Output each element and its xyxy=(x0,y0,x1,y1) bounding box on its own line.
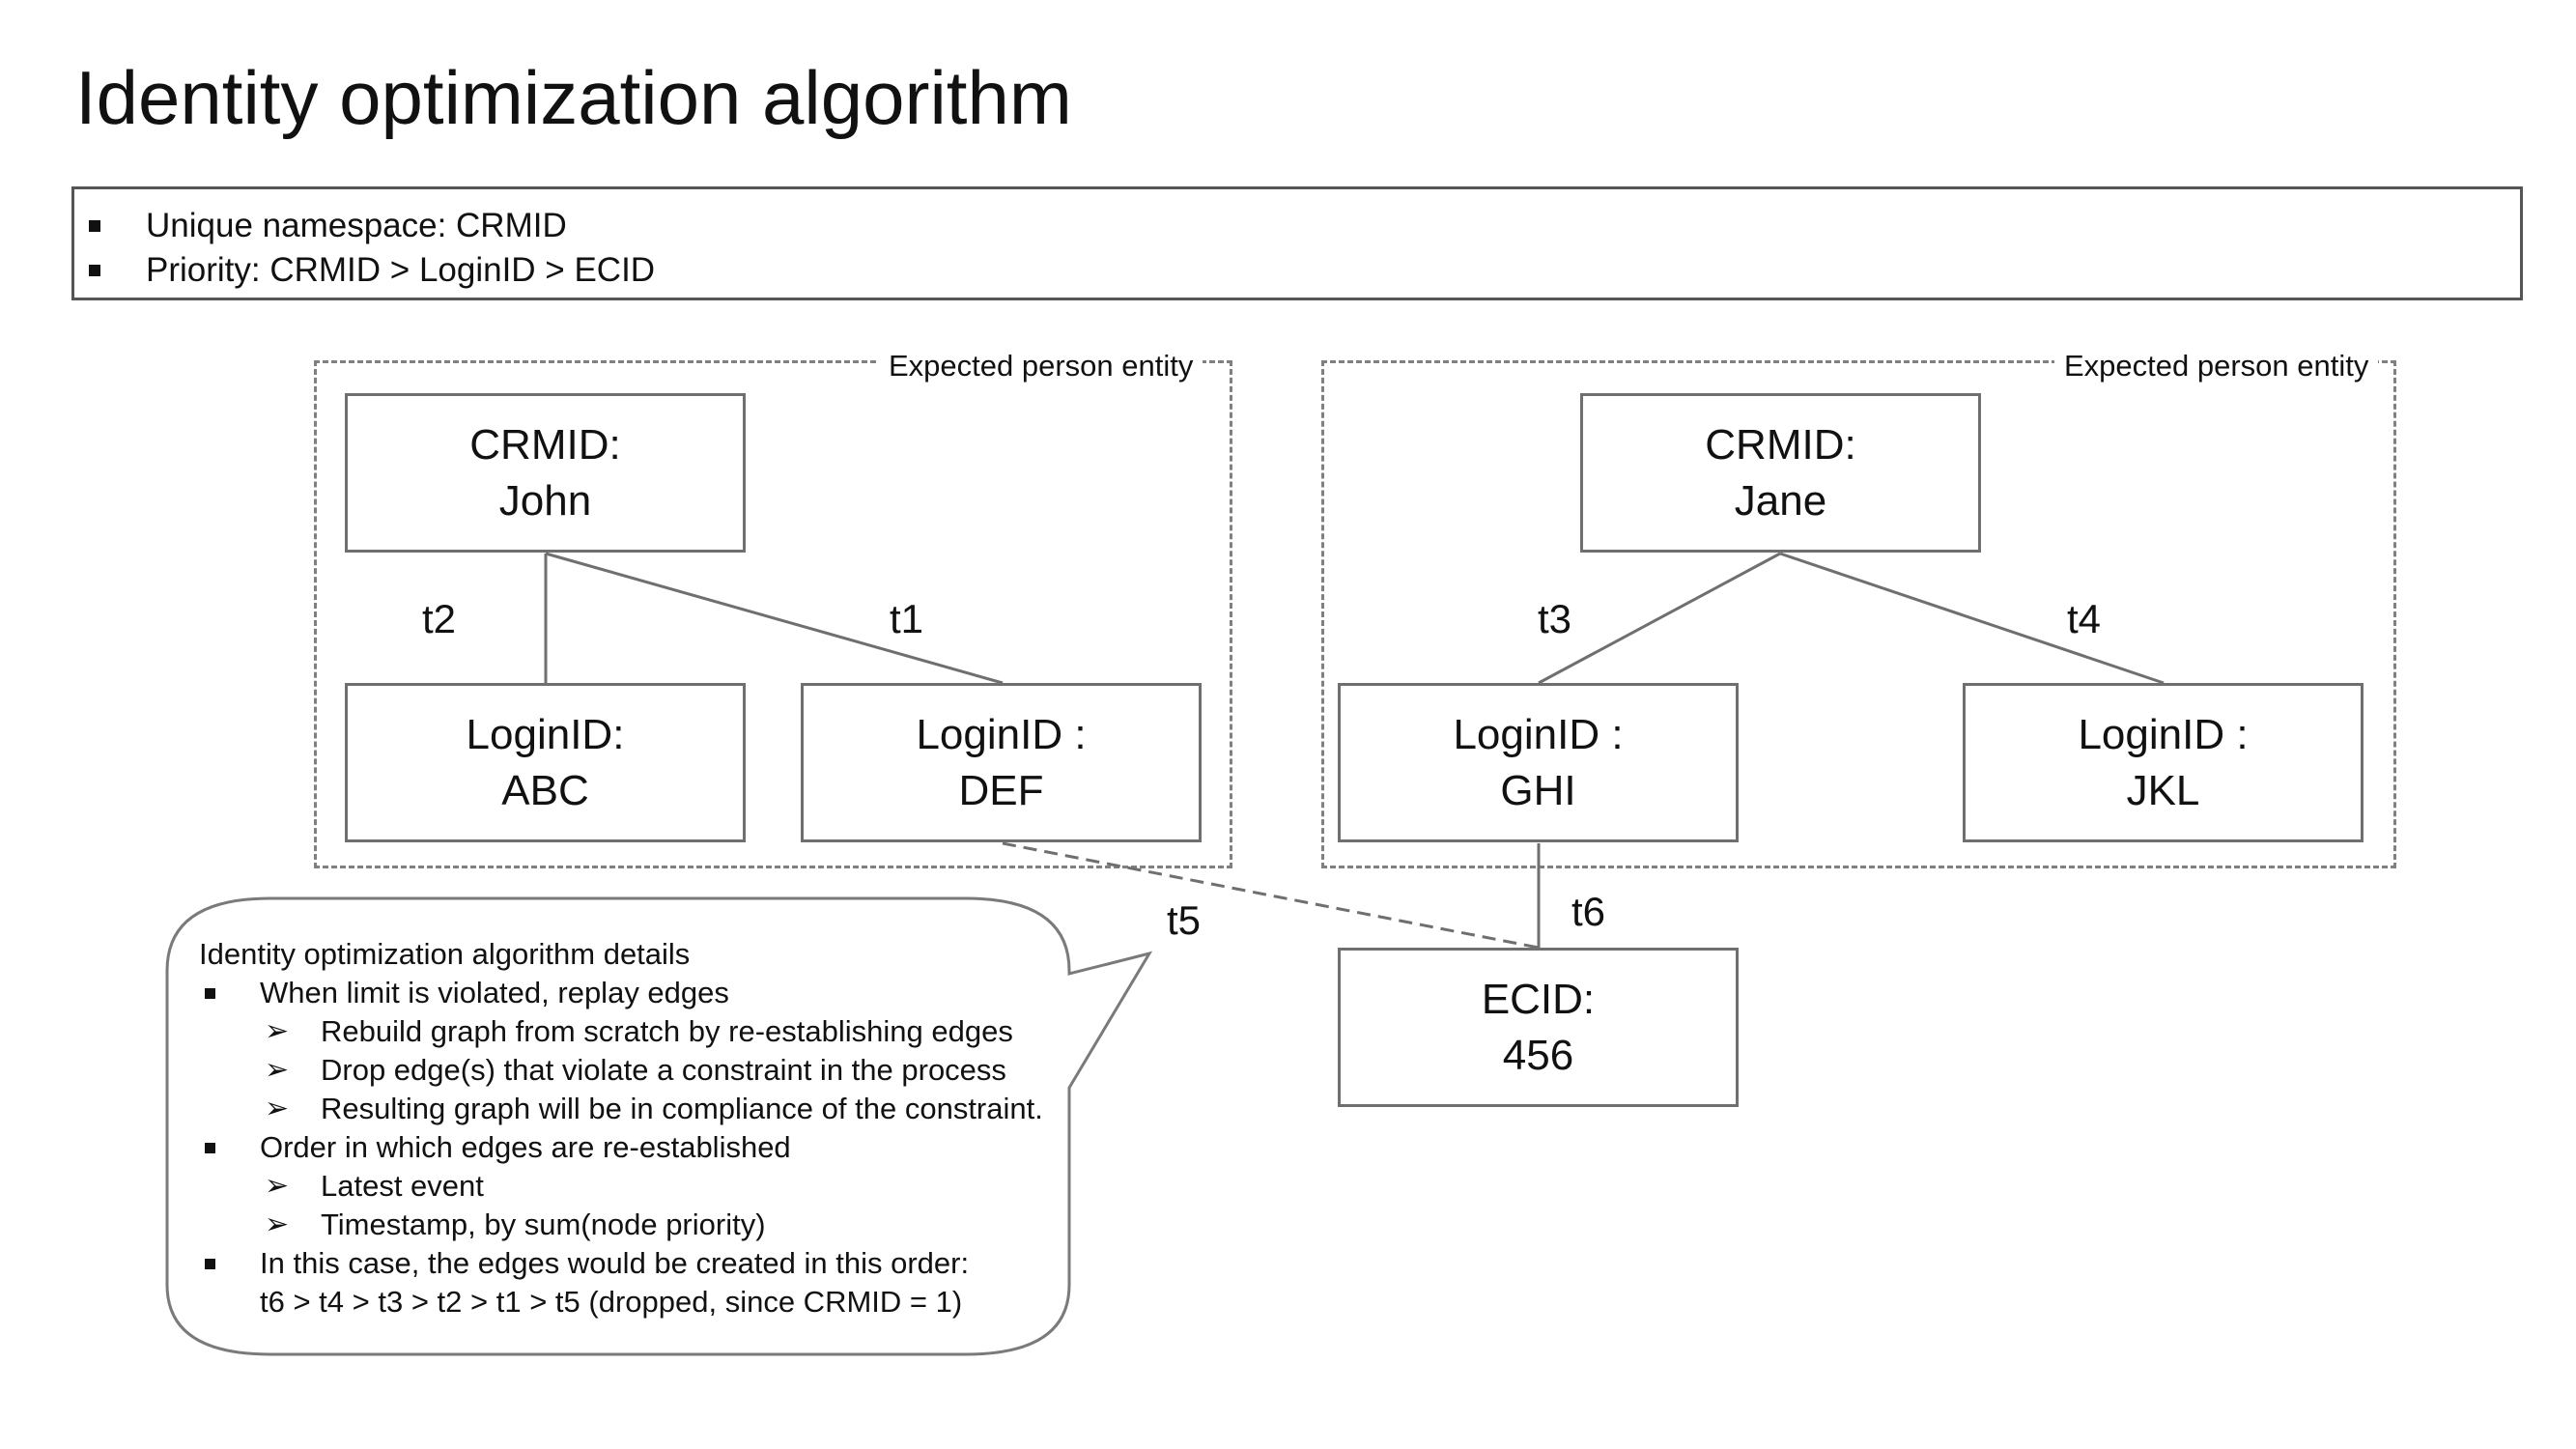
edge-label-t5: t5 xyxy=(1167,897,1202,943)
arrowhead-bullet-icon: ➢ xyxy=(265,1054,290,1086)
callout-subbullet: ➢ Drop edge(s) that violate a constraint… xyxy=(199,1051,1049,1090)
bullet-square-icon xyxy=(205,1143,215,1153)
callout-bullet: In this case, the edges would be created… xyxy=(199,1244,1049,1283)
edge-label-t6: t6 xyxy=(1571,889,1606,934)
edge-label-t2: t2 xyxy=(422,596,457,641)
callout-subbullet-text: Resulting graph will be in compliance of… xyxy=(321,1092,1043,1125)
callout-subbullet-text: Drop edge(s) that violate a constraint i… xyxy=(321,1053,1006,1087)
node-namespace: CRMID: xyxy=(469,421,621,469)
node-namespace: LoginID : xyxy=(916,711,1087,759)
callout-bullet-continuation: t6 > t4 > t3 > t2 > t1 > t5 (dropped, si… xyxy=(260,1285,963,1319)
callout-subbullet: ➢ Resulting graph will be in compliance … xyxy=(199,1090,1049,1128)
node-value: ABC xyxy=(501,766,589,814)
node-loginid-def: LoginID : DEF xyxy=(801,683,1202,842)
edge-t3 xyxy=(1538,552,1781,685)
callout-bullet: When limit is violated, replay edges xyxy=(199,974,1049,1012)
edge-label-t3: t3 xyxy=(1538,596,1572,641)
group-label-john: Expected person entity xyxy=(879,351,1203,381)
node-crmid-jane: CRMID: Jane xyxy=(1580,393,1981,553)
edge-t5 xyxy=(1002,841,1540,950)
node-loginid-ghi: LoginID : GHI xyxy=(1338,683,1739,842)
constraint-item: Priority: CRMID > LoginID > ECID xyxy=(89,251,656,289)
person-entity-group-jane xyxy=(1321,360,2396,868)
constraint-item: Unique namespace: CRMID xyxy=(89,207,567,244)
node-value: Jane xyxy=(1734,476,1827,525)
callout-details: Identity optimization algorithm details … xyxy=(199,935,1049,1321)
node-namespace: LoginID: xyxy=(466,711,625,759)
bullet-square-icon xyxy=(89,265,100,276)
callout-bullet-text: When limit is violated, replay edges xyxy=(260,976,729,1009)
bullet-square-icon xyxy=(205,988,215,999)
callout-heading: Identity optimization algorithm details xyxy=(199,937,691,971)
callout-subbullet-text: Latest event xyxy=(321,1169,484,1203)
callout-bullet-text: In this case, the edges would be created… xyxy=(260,1246,970,1280)
node-value: 456 xyxy=(1502,1031,1574,1079)
node-ecid-456: ECID: 456 xyxy=(1338,948,1739,1107)
callout-subbullet: ➢ Rebuild graph from scratch by re-estab… xyxy=(199,1012,1049,1051)
node-value: JKL xyxy=(2126,766,2200,814)
edge-label-t1: t1 xyxy=(890,596,924,641)
node-loginid-jkl: LoginID : JKL xyxy=(1963,683,2364,842)
node-value: DEF xyxy=(958,766,1044,814)
node-value: GHI xyxy=(1500,766,1576,814)
callout-bubble xyxy=(165,896,1153,1356)
node-namespace: LoginID : xyxy=(1453,711,1624,759)
callout-subbullet: ➢ Timestamp, by sum(node priority) xyxy=(199,1206,1049,1244)
person-entity-group-john xyxy=(314,360,1232,868)
bullet-square-icon xyxy=(89,220,100,232)
callout-subbullet-text: Rebuild graph from scratch by re-establi… xyxy=(321,1014,1013,1048)
node-crmid-john: CRMID: John xyxy=(345,393,746,553)
arrowhead-bullet-icon: ➢ xyxy=(265,1170,290,1202)
constraint-text: Unique namespace: CRMID xyxy=(146,207,567,244)
node-namespace: ECID: xyxy=(1481,976,1596,1024)
node-namespace: LoginID : xyxy=(2078,711,2249,759)
callout-bullet-text: Order in which edges are re-established xyxy=(260,1130,791,1164)
arrowhead-bullet-icon: ➢ xyxy=(265,1015,290,1047)
edge-label-t4: t4 xyxy=(2067,596,2102,641)
page-title: Identity optimization algorithm xyxy=(75,55,1072,140)
arrowhead-bullet-icon: ➢ xyxy=(265,1208,290,1240)
constraint-text: Priority: CRMID > LoginID > ECID xyxy=(146,251,656,289)
edge-t1 xyxy=(545,552,1004,685)
callout-bullet: Order in which edges are re-established xyxy=(199,1128,1049,1167)
callout-subbullet: ➢ Latest event xyxy=(199,1167,1049,1206)
group-label-jane: Expected person entity xyxy=(2054,351,2379,381)
node-value: John xyxy=(498,476,592,525)
bullet-square-icon xyxy=(205,1259,215,1269)
arrowhead-bullet-icon: ➢ xyxy=(265,1093,290,1124)
callout-subbullet-text: Timestamp, by sum(node priority) xyxy=(321,1208,766,1241)
node-loginid-abc: LoginID: ABC xyxy=(345,683,746,842)
node-namespace: CRMID: xyxy=(1705,421,1856,469)
constraints-box: Unique namespace: CRMID Priority: CRMID … xyxy=(71,186,2523,300)
edge-t4 xyxy=(1779,552,2165,685)
